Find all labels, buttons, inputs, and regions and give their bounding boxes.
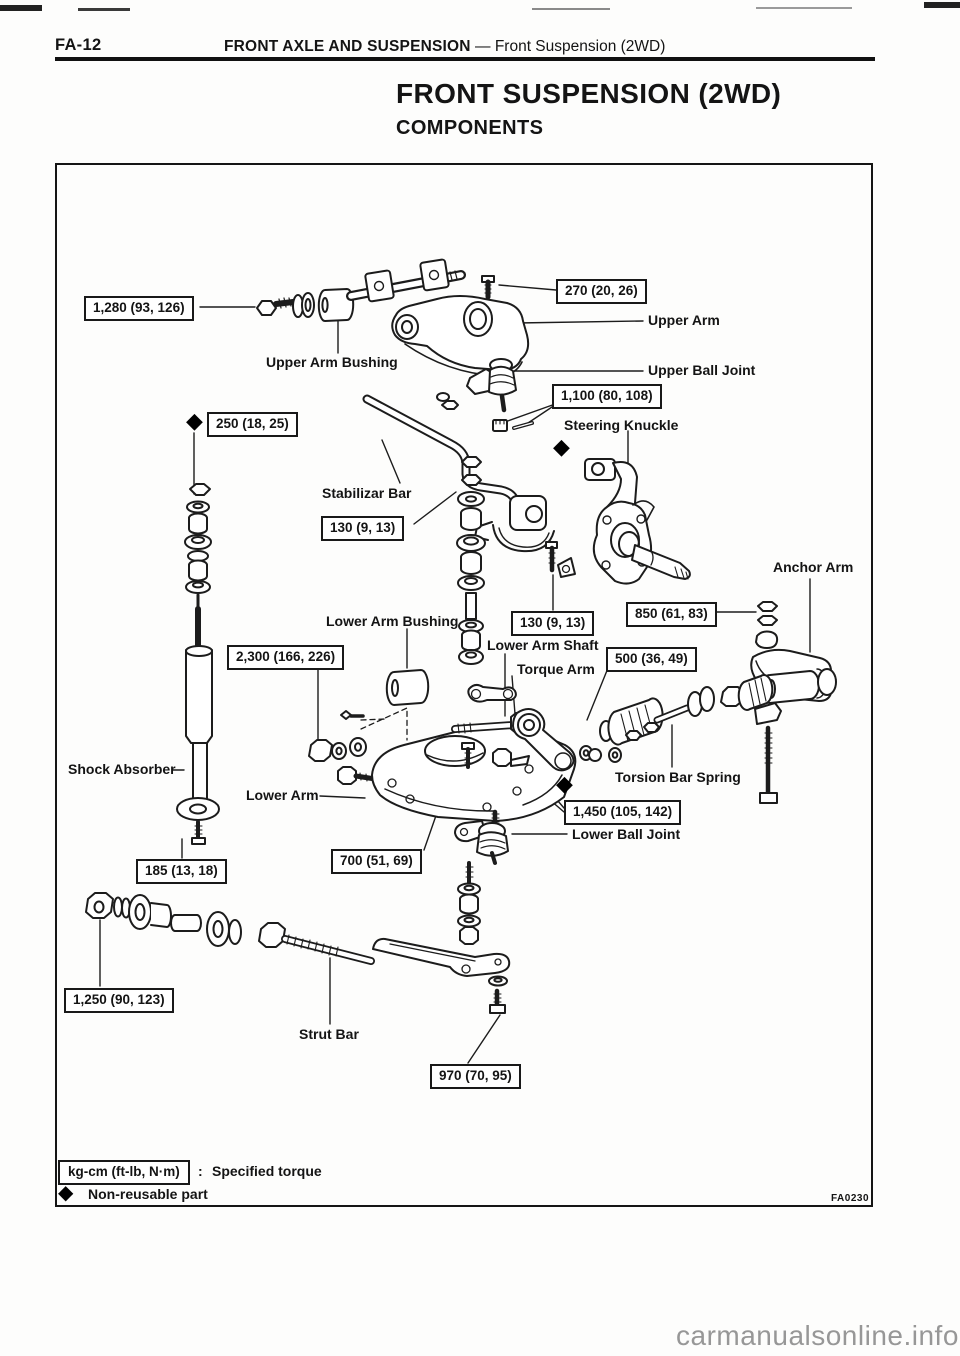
non-reusable-diamond: ◆ [556,771,573,796]
torque-spec-box: 185 (13, 18) [136,859,227,884]
scan-artifact [532,8,610,10]
scan-artifact [78,8,130,11]
watermark: carmanualsonline.info [676,1320,959,1351]
lower-ball-joint-drawing [454,809,509,1014]
legend-colon: : [198,1163,203,1179]
header-rule [55,57,875,61]
non-reusable-diamond: ◆ [186,408,203,433]
shock-absorber-drawing [176,483,220,845]
section-title: FRONT AXLE AND SUSPENSION [224,38,471,55]
scan-artifact [0,5,42,11]
part-label-lower-arm: Lower Arm [246,787,319,803]
torque-spec-box: 1,280 (93, 126) [84,296,194,321]
torque-spec-box: 700 (51, 69) [331,849,422,874]
part-label-torsion-bar-spring: Torsion Bar Spring [615,769,741,785]
part-label-upper-arm: Upper Arm [648,312,720,328]
upper-arm-drawing [256,258,534,432]
torque-spec-box: 850 (61, 83) [626,602,717,627]
lower-arm-drawing [308,669,660,822]
steering-knuckle-drawing [557,458,691,585]
torque-spec-box: 1,250 (90, 123) [64,988,174,1013]
strut-bar-drawing [85,892,511,977]
part-label-lower-arm-bushing: Lower Arm Bushing [326,613,459,629]
part-label-anchor-arm: Anchor Arm [773,559,854,575]
torque-spec-box: 130 (9, 13) [321,516,405,541]
part-label-lower-ball-joint: Lower Ball Joint [572,826,681,842]
part-label-upper-ball-joint: Upper Ball Joint [648,362,756,378]
part-label-shock-absorber: Shock Absorber [68,761,176,777]
page-title: FRONT SUSPENSION (2WD) [396,78,782,109]
assembly-axis-dashed [360,707,408,741]
part-label-upper-arm-bushing: Upper Arm Bushing [266,354,398,370]
legend-marker-meaning: Non-reusable part [88,1186,208,1202]
torque-spec-box: 1,100 (80, 108) [552,384,662,409]
page-code: FA-12 [55,36,102,54]
legend-torque-unit-box: kg-cm (ft-lb, N·m) [58,1160,190,1185]
legend-torque-meaning: Specified torque [212,1163,322,1179]
torque-spec-box: 500 (36, 49) [606,647,697,672]
page-subtitle: COMPONENTS [396,117,544,139]
stabilizer-bar-drawing [362,394,558,665]
non-reusable-diamond: ◆ [553,434,570,459]
torque-spec-box: 250 (18, 25) [207,412,298,437]
section-breadcrumb: FRONT AXLE AND SUSPENSION — Front Suspen… [224,38,665,56]
section-subtitle: Front Suspension (2WD) [494,38,666,55]
part-label-torque-arm: Torque Arm [517,661,595,677]
part-label-steering-knuckle: Steering Knuckle [564,417,679,433]
scan-artifact [756,7,852,9]
diagram-frame [55,163,873,1207]
part-label-strut-bar: Strut Bar [299,1026,359,1042]
anchor-arm-drawing [599,601,837,804]
torque-spec-box: 2,300 (166, 226) [227,645,345,670]
torque-spec-box: 270 (20, 26) [556,279,647,304]
legend-diamond-icon: ◆ [58,1182,74,1204]
section-dash: — [475,38,491,55]
suspension-exploded-diagram [85,258,837,1064]
part-label-lower-arm-shaft: Lower Arm Shaft [487,637,599,653]
part-label-stabilizer-bar: Stabilizar Bar [322,485,412,501]
torque-spec-box: 130 (9, 13) [511,611,595,636]
torque-spec-box: 1,450 (105, 142) [564,800,682,825]
figure-code: FA0230 [831,1193,870,1204]
scan-artifact [924,2,960,8]
torque-spec-box: 970 (70, 95) [430,1064,521,1089]
